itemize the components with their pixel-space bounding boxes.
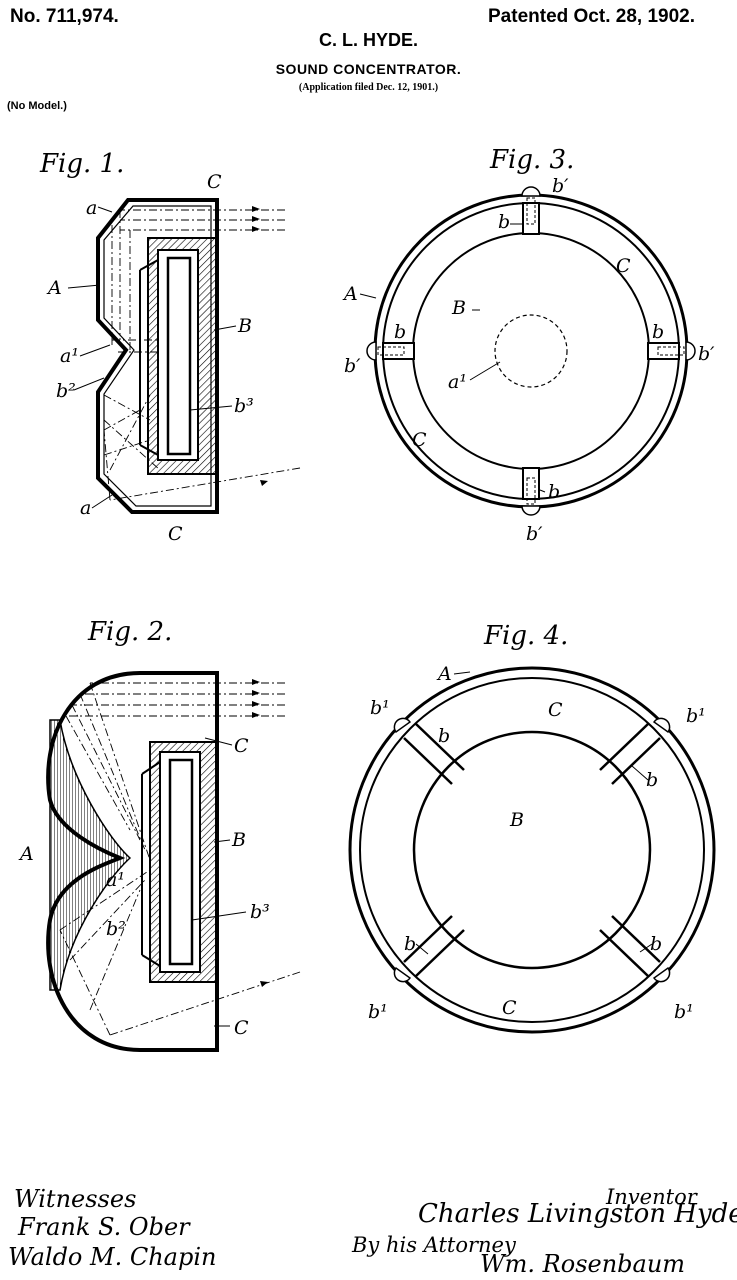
fig2-label-B: B — [231, 829, 246, 851]
fig4-label-b1-bl: b¹ — [368, 1001, 388, 1023]
fig1-label-a-top: a — [86, 197, 97, 219]
fig1-label-b3: b³ — [234, 395, 254, 417]
fig4-label-b-br: b — [650, 933, 662, 955]
patent-number: No. 711,974. — [10, 6, 119, 27]
fig1-label-a1: a¹ — [60, 345, 79, 367]
figure-2-title: Fig. 2. — [87, 617, 172, 647]
fig2-label-b2: b² — [106, 918, 126, 940]
fig3-label-b-top: b — [498, 211, 510, 233]
model-note: (No Model.) — [7, 100, 67, 112]
fig4-label-b-tr: b — [646, 769, 658, 791]
fig3-label-C-top: C — [616, 255, 631, 277]
fig3-label-b-right: b — [652, 321, 664, 343]
patent-date: Patented Oct. 28, 1902. — [488, 6, 695, 27]
attorney-signature: Wm. Rosenbaum — [480, 1250, 685, 1278]
fig3-label-b-bottom: b — [548, 481, 560, 503]
figure-4: Fig. 4. A C b¹ b¹ b b B b b b¹ b¹ — [348, 621, 716, 1034]
inventor-name: C. L. HYDE. — [318, 30, 418, 50]
fig3-label-b1-right: b′ — [698, 343, 715, 365]
fig3-label-b1-bottom: b′ — [526, 523, 543, 545]
fig3-label-B: B — [451, 297, 466, 319]
fig3-label-A: A — [342, 283, 358, 305]
patent-title: SOUND CONCENTRATOR. — [275, 61, 462, 77]
figure-1-title: Fig. 1. — [39, 149, 124, 179]
fig4-label-b1-br: b¹ — [674, 1001, 694, 1023]
witness-2-signature: Waldo M. Chapin — [8, 1243, 216, 1271]
fig3-label-b-left: b — [394, 321, 406, 343]
figure-1: Fig. 1. C a A — [39, 149, 301, 545]
fig1-label-a-bottom: a — [80, 497, 91, 519]
fig1-label-B: B — [237, 315, 252, 337]
fig2-label-C-bottom: C — [234, 1017, 249, 1039]
fig1-label-C-bottom: C — [168, 523, 183, 545]
fig2-label-C-top: C — [234, 735, 249, 757]
fig4-label-b-bl: b — [404, 933, 416, 955]
inventor-signature: Charles Livingston Hyde — [418, 1199, 737, 1229]
witness-1-signature: Frank S. Ober — [17, 1213, 191, 1241]
inventor-label: Inventor — [605, 1185, 699, 1209]
figure-3-title: Fig. 3. — [489, 145, 574, 175]
fig2-label-A: A — [18, 843, 34, 865]
fig4-label-b1-tr: b¹ — [686, 705, 706, 727]
fig4-label-b1-tl: b¹ — [370, 697, 390, 719]
fig4-label-B: B — [509, 809, 524, 831]
fig1-label-A: A — [46, 277, 62, 299]
attorney-label: By his Attorney — [351, 1233, 517, 1257]
fig4-label-b-tl: b — [438, 725, 450, 747]
fig4-label-C-top: C — [548, 699, 563, 721]
application-filed: (Application filed Dec. 12, 1901.) — [298, 82, 439, 93]
fig3-label-a1: a¹ — [448, 371, 467, 393]
fig3-label-b1-left: b′ — [344, 355, 361, 377]
fig4-label-C-bottom: C — [502, 997, 517, 1019]
signature-block: Witnesses Frank S. Ober Waldo M. Chapin … — [8, 1185, 737, 1278]
figure-2: Fig. 2. C A B a¹ b² b³ C — [18, 617, 301, 1052]
figure-4-title: Fig. 4. — [483, 621, 568, 651]
fig4-label-A: A — [436, 663, 452, 685]
fig2-label-b3: b³ — [250, 901, 270, 923]
fig1-label-b2: b² — [56, 380, 76, 402]
fig3-label-C-bottom: C — [412, 429, 427, 451]
witnesses-label: Witnesses — [14, 1185, 136, 1213]
fig3-label-b1-top: b′ — [552, 175, 569, 197]
figure-3: Fig. 3. b′ b C A B b b b′ — [342, 145, 715, 545]
fig1-label-C-top: C — [207, 171, 222, 193]
fig2-label-a1: a¹ — [106, 869, 125, 891]
